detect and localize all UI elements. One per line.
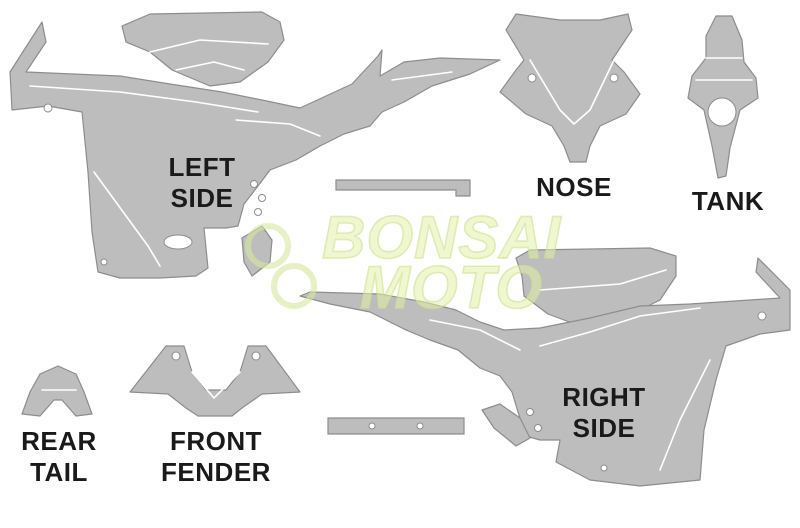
watermark-logo-rings — [245, 223, 317, 309]
watermark-bonsai: BONSAI — [321, 204, 562, 271]
label-left-side-line2: SIDE — [170, 183, 234, 213]
right-side-fairing — [299, 247, 791, 487]
label-right-side-line1: RIGHT — [562, 382, 646, 412]
label-front-fender-line2: FENDER — [161, 457, 271, 487]
label-left-side-line1: LEFT — [168, 152, 236, 182]
rear-tail-piece — [21, 365, 93, 417]
front-fender-piece — [129, 345, 301, 417]
label-tank: TANK — [682, 186, 774, 217]
side-strip-upper — [335, 179, 471, 197]
label-tank-text: TANK — [691, 186, 765, 216]
side-strip-lower — [327, 417, 465, 435]
label-front-fender-line1: FRONT — [169, 426, 263, 456]
tank-cover — [687, 15, 759, 179]
label-rear-tail-line2: TAIL — [30, 457, 88, 487]
label-right-side-line2: SIDE — [572, 413, 636, 443]
label-nose-text: NOSE — [536, 172, 612, 202]
label-rear-tail-line1: REAR — [21, 426, 97, 456]
label-right-side: RIGHT SIDE — [556, 382, 652, 444]
nose-fairing — [499, 13, 641, 163]
label-front-fender: FRONT FENDER — [154, 426, 278, 488]
label-nose: NOSE — [526, 172, 622, 203]
watermark-moto: MOTO — [359, 254, 543, 321]
label-left-side: LEFT SIDE — [160, 152, 244, 214]
label-rear-tail: REAR TAIL — [14, 426, 104, 488]
